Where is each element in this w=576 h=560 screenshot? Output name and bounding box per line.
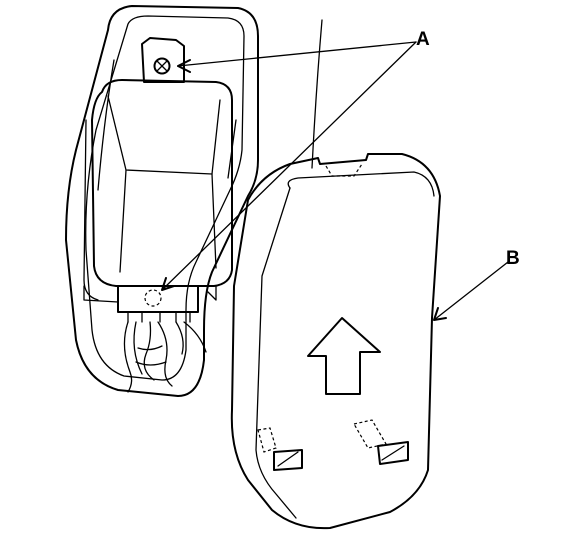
right-clip-slot: [377, 441, 409, 465]
cover-panel: [230, 153, 441, 530]
leader-lines: [161, 41, 509, 321]
up-arrow-icon: [307, 317, 381, 395]
left-clip-slot: [273, 449, 303, 471]
mounting-recess: [65, 5, 259, 397]
control-unit: [83, 79, 233, 303]
lower-screw-icon: [144, 289, 162, 307]
trim-edge-line: [311, 19, 323, 169]
callout-label-b: B: [506, 248, 520, 269]
mounting-tab: [141, 37, 185, 83]
upper-screw-icon: [153, 57, 171, 75]
wire-harness: [123, 321, 207, 393]
callout-label-a: A: [416, 29, 430, 50]
